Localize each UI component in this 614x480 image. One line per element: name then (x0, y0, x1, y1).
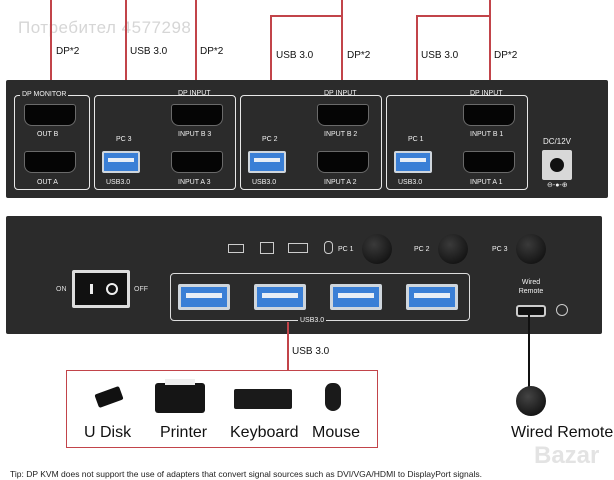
printer-icon (260, 242, 274, 254)
dp-port-input-b2 (317, 104, 369, 126)
input-a1-label: INPUT A 1 (470, 179, 503, 186)
keyboard-icon (288, 243, 308, 253)
input-b3-label: INPUT B 3 (178, 131, 212, 138)
usb30-label: USB3.0 (398, 179, 423, 186)
input-a2-label: INPUT A 2 (324, 179, 357, 186)
power-label: DC/12V (543, 137, 572, 146)
dp-label: DP*2 (347, 50, 371, 61)
dp-port-input-b1 (463, 104, 515, 126)
kvm-back-panel: DP MONITOR OUT B OUT A PC 3 DP INPUT INP… (6, 80, 608, 198)
mouse-image (325, 383, 341, 411)
mouse-icon (324, 241, 333, 254)
tip-text: Tip: DP KVM does not support the use of … (10, 469, 482, 479)
dp-port-input-a2 (317, 151, 369, 173)
input-b1-label: INPUT B 1 (470, 131, 504, 138)
front-usb-port-2 (254, 284, 306, 310)
cable-line (341, 0, 343, 95)
pc2-button-label: PC 2 (414, 246, 430, 253)
usb30-label: USB3.0 (252, 179, 277, 186)
cable-line (50, 0, 52, 95)
pc3-group (94, 95, 236, 190)
pc2-group (240, 95, 382, 190)
dc-power-jack (542, 150, 572, 180)
udisk-icon (228, 244, 244, 253)
dp-port-input-a1 (463, 151, 515, 173)
usb-label: USB 3.0 (276, 50, 314, 61)
device-label-mouse: Mouse (312, 424, 361, 441)
off-label: OFF (134, 286, 148, 293)
printer-image (155, 379, 205, 413)
cable-line (416, 15, 418, 125)
usb-label: USB 3.0 (130, 46, 168, 57)
devices-box (66, 370, 378, 448)
cable-line (489, 0, 491, 95)
device-label-keyboard: Keyboard (230, 424, 299, 441)
on-label: ON (56, 286, 67, 293)
device-label-printer: Printer (160, 424, 208, 441)
dp-input-label: DP INPUT (178, 90, 211, 97)
dp-input-label: DP INPUT (470, 90, 503, 97)
usb-label: USB 3.0 (421, 50, 459, 61)
cable-line (270, 15, 343, 17)
dp-label: DP*2 (200, 46, 224, 57)
usb-port-pc1 (394, 151, 432, 173)
usb-port-pc3 (102, 151, 140, 173)
front-usb30-label: USB3.0 (298, 317, 327, 324)
cable-line (287, 322, 289, 370)
device-label-udisk: U Disk (84, 424, 132, 441)
polarity-icon: ⊖-●-⊕ (547, 182, 568, 189)
usb30-label: USB3.0 (106, 179, 131, 186)
wired-remote-label: Wired Remote (511, 424, 614, 441)
usb-line-label: USB 3.0 (292, 346, 330, 357)
input-a3-label: INPUT A 3 (178, 179, 211, 186)
dp-label: DP*2 (56, 46, 80, 57)
pc1-label: PC 1 (408, 136, 424, 143)
cable-line (195, 0, 197, 95)
dp-port-out-b (24, 104, 76, 126)
front-usb-port-3 (330, 284, 382, 310)
pc2-switch-button[interactable] (438, 234, 468, 264)
power-switch[interactable] (72, 270, 130, 308)
front-usb-port-1 (178, 284, 230, 310)
front-usb-port-4 (406, 284, 458, 310)
remote-cable (528, 312, 530, 388)
pc3-button-label: PC 3 (492, 246, 508, 253)
pc1-button-label: PC 1 (338, 246, 354, 253)
cable-line (416, 15, 491, 17)
remote-port-screw-icon (556, 304, 568, 316)
brand-watermark: Bazar (534, 442, 600, 469)
wired-remote-port (516, 305, 546, 317)
kvm-front-panel: ON OFF PC 1 PC 2 PC 3 USB3.0 Wired Remot… (6, 216, 602, 334)
keyboard-image (234, 389, 292, 409)
input-b2-label: INPUT B 2 (324, 131, 358, 138)
out-b-label: OUT B (37, 131, 59, 138)
pc1-switch-button[interactable] (362, 234, 392, 264)
pc2-label: PC 2 (262, 136, 278, 143)
wired-remote-image (516, 386, 546, 416)
pc3-switch-button[interactable] (516, 234, 546, 264)
dp-label: DP*2 (494, 50, 518, 61)
pc1-group (386, 95, 528, 190)
dp-monitor-label: DP MONITOR (20, 91, 69, 98)
usb-port-pc2 (248, 151, 286, 173)
dp-port-input-a3 (171, 151, 223, 173)
dp-port-out-a (24, 151, 76, 173)
dp-port-input-b3 (171, 104, 223, 126)
cable-line (270, 15, 272, 125)
cable-line (125, 0, 127, 120)
pc3-label: PC 3 (116, 136, 132, 143)
dp-input-label: DP INPUT (324, 90, 357, 97)
out-a-label: OUT A (37, 179, 58, 186)
watermark: Потребител 4577298 (18, 18, 192, 37)
wired-remote-port-label: Wired Remote (518, 279, 544, 295)
